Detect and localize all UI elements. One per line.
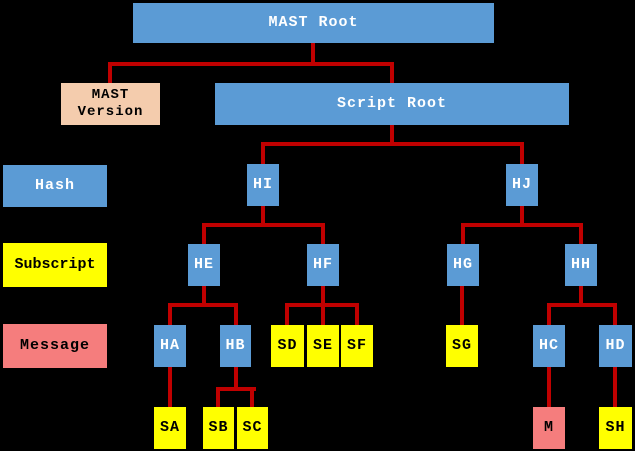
connector-line: [390, 125, 394, 146]
connector-line: [168, 303, 238, 307]
connector-line: [613, 367, 617, 407]
connector-line: [390, 62, 394, 83]
connector-line: [250, 387, 254, 407]
connector-line: [321, 223, 325, 244]
connector-line: [202, 223, 206, 244]
connector-line: [234, 367, 238, 391]
connector-line: [216, 387, 256, 391]
node-m: M: [533, 407, 565, 449]
legend-message: Message: [3, 324, 107, 368]
connector-line: [168, 367, 172, 407]
connector-line: [234, 303, 238, 325]
connector-line: [547, 367, 551, 407]
connector-line: [321, 303, 325, 325]
connector-line: [461, 223, 583, 227]
connector-line: [202, 223, 325, 227]
node-hi: HI: [247, 164, 279, 206]
mast-version-line2: Version: [77, 104, 144, 120]
connector-line: [285, 303, 289, 325]
mast-version-line1: MAST: [91, 86, 130, 103]
connector-line: [311, 43, 315, 66]
connector-line: [202, 286, 206, 307]
node-ha: HA: [154, 325, 186, 367]
connector-line: [168, 303, 172, 325]
connector-line: [108, 62, 112, 83]
node-sf: SF: [341, 325, 373, 367]
node-sg: SG: [446, 325, 478, 367]
connector-line: [461, 223, 465, 244]
connector-line: [579, 223, 583, 244]
node-hb: HB: [220, 325, 251, 367]
node-sb: SB: [203, 407, 234, 449]
legend-hash: Hash: [3, 165, 107, 207]
connector-line: [108, 62, 394, 66]
node-se: SE: [307, 325, 339, 367]
node-sd: SD: [271, 325, 304, 367]
node-sc: SC: [237, 407, 268, 449]
connector-line: [216, 387, 220, 407]
connector-line: [579, 286, 583, 307]
connector-line: [520, 142, 524, 164]
node-hd: HD: [599, 325, 632, 367]
connector-line: [460, 286, 464, 325]
connector-line: [547, 303, 551, 325]
connector-line: [261, 142, 265, 164]
node-mast-version: MAST Version: [61, 83, 160, 125]
node-hj: HJ: [506, 164, 538, 206]
connector-line: [613, 303, 617, 325]
node-mast-root: MAST Root: [133, 3, 494, 43]
node-hc: HC: [533, 325, 565, 367]
node-hh: HH: [565, 244, 597, 286]
node-hg: HG: [447, 244, 479, 286]
node-he: HE: [188, 244, 220, 286]
node-sa: SA: [154, 407, 186, 449]
node-hf: HF: [307, 244, 339, 286]
node-script-root: Script Root: [215, 83, 569, 125]
connector-line: [261, 142, 524, 146]
node-sh: SH: [599, 407, 632, 449]
connector-line: [321, 286, 325, 307]
connector-line: [547, 303, 617, 307]
connector-line: [520, 206, 524, 227]
connector-line: [355, 303, 359, 325]
connector-line: [261, 206, 265, 227]
legend-subscript: Subscript: [3, 243, 107, 287]
